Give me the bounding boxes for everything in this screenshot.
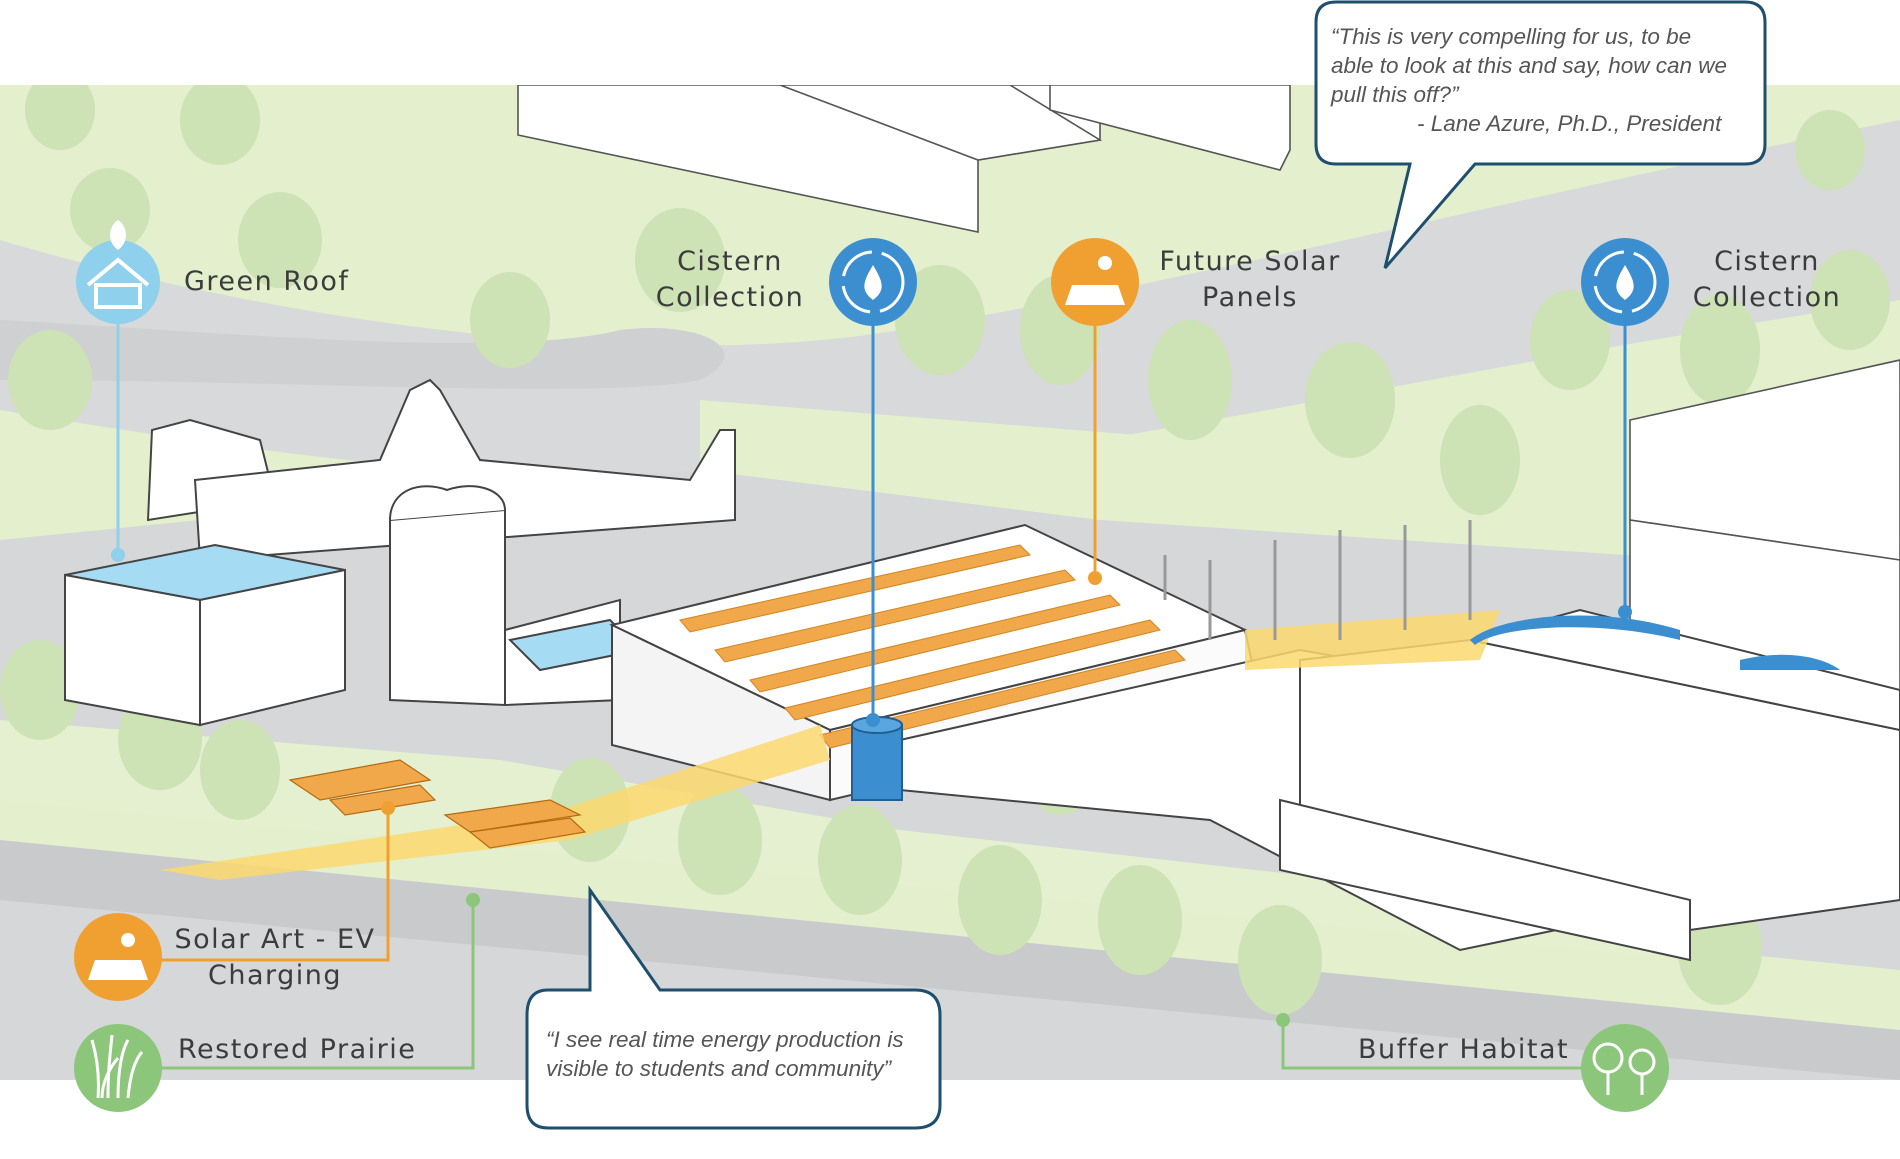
lawn-middle <box>700 400 1800 560</box>
power-poles <box>1163 520 1472 640</box>
future-solar-line1: Future Solar <box>1159 246 1341 277</box>
energy-flow-path-east <box>1245 610 1500 670</box>
green-roof-building <box>64 378 736 727</box>
solar-panel-icon <box>1051 238 1139 326</box>
future-solar-line2: Panels <box>1202 282 1298 313</box>
cistern-label-line1: Cistern <box>677 246 783 277</box>
solar-art-line1: Solar Art - EV <box>174 924 376 955</box>
water-cycle-icon <box>1581 238 1669 326</box>
quote-top: “This is very compelling for us, to be a… <box>1331 22 1727 138</box>
green-roof-icon <box>76 220 160 324</box>
green-roof-label: Green Roof <box>184 266 350 297</box>
east-building <box>1279 608 1900 962</box>
quote-top-line1: “This is very compelling for us, to be <box>1331 24 1692 49</box>
restored-prairie-label: Restored Prairie <box>178 1034 417 1065</box>
solar-art-label: Solar Art - EV Charging <box>170 922 380 994</box>
solar-art-line2: Charging <box>207 960 343 991</box>
cistern-label-line2: Collection <box>655 282 805 313</box>
quote-attribution: - Lane Azure, Ph.D., President <box>1417 111 1722 136</box>
quote-bottom: “I see real time energy production is vi… <box>546 1025 904 1083</box>
future-solar-label: Future Solar Panels <box>1150 244 1350 316</box>
energy-flow-path <box>160 725 830 880</box>
quote-bottom-line2: visible to students and community” <box>546 1056 892 1081</box>
trees-icon <box>1581 1024 1669 1112</box>
cistern-collection-label-2: Cistern Collection <box>1687 244 1847 316</box>
quote-top-line3: pull this off?” <box>1331 82 1459 107</box>
prairie-grass-icon <box>74 1024 162 1112</box>
cisterns <box>851 615 1840 801</box>
buffer-habitat-label: Buffer Habitat <box>1358 1034 1570 1065</box>
quote-bottom-line1: “I see real time energy production is <box>546 1027 904 1052</box>
road-north <box>0 120 1900 481</box>
quote-top-line2: able to look at this and say, how can we <box>1331 53 1728 78</box>
ev-canopies <box>288 759 587 849</box>
speech-bubble-top <box>1314 0 1767 269</box>
cistern-label-line1: Cistern <box>1714 246 1820 277</box>
water-cycle-icon <box>829 238 917 326</box>
solar-array-roof <box>679 544 1186 749</box>
road-south <box>0 830 1900 1080</box>
leader-dots <box>111 548 1632 1027</box>
leader-lines <box>116 320 1627 1070</box>
bottom-margin <box>0 1085 1900 1159</box>
cistern-label-line2: Collection <box>1692 282 1842 313</box>
solar-panel-icon <box>74 913 162 1001</box>
speech-bubble-bottom <box>525 885 942 1130</box>
cistern-collection-label-1: Cistern Collection <box>650 244 810 316</box>
road-curve <box>0 320 725 389</box>
